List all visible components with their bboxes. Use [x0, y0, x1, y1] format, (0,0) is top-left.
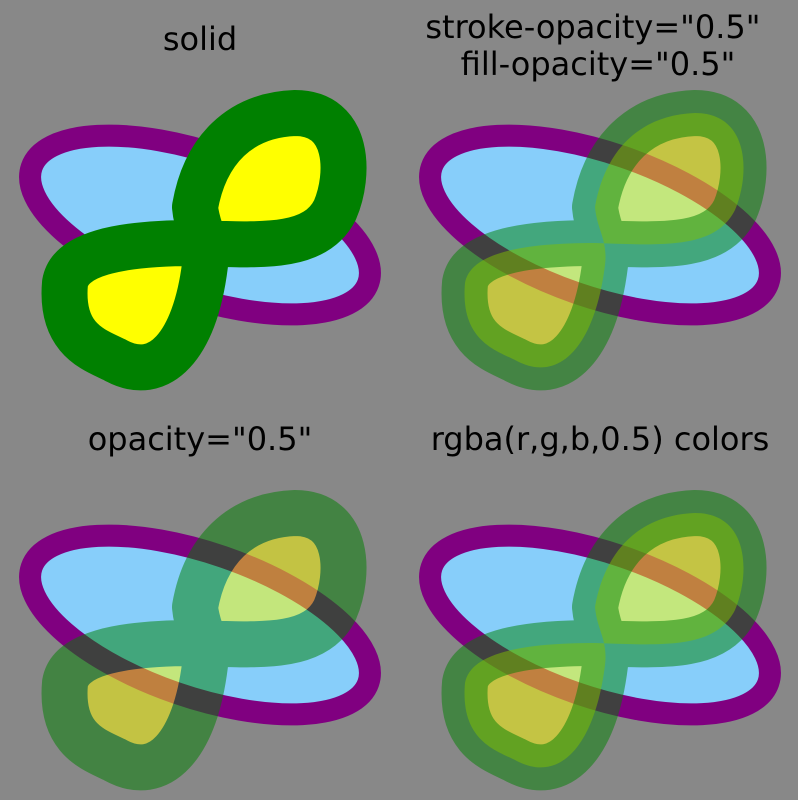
caption-rgba: rgba(r,g,b,0.5) colors: [431, 420, 770, 458]
caption-opacity: opacity="0.5": [88, 420, 313, 458]
caption-stroke-fill-opacity: stroke-opacity="0.5" fill-opacity="0.5": [425, 8, 770, 83]
caption-rgba-line: rgba(r,g,b,0.5) colors: [431, 420, 770, 458]
caption-solid: solid: [163, 20, 237, 58]
caption-stroke-opacity-line: stroke-opacity="0.5": [425, 8, 760, 46]
caption-solid-line-1: solid: [163, 20, 237, 58]
caption-fill-opacity-line: fill-opacity="0.5": [461, 45, 736, 83]
caption-opacity-line: opacity="0.5": [88, 420, 313, 458]
